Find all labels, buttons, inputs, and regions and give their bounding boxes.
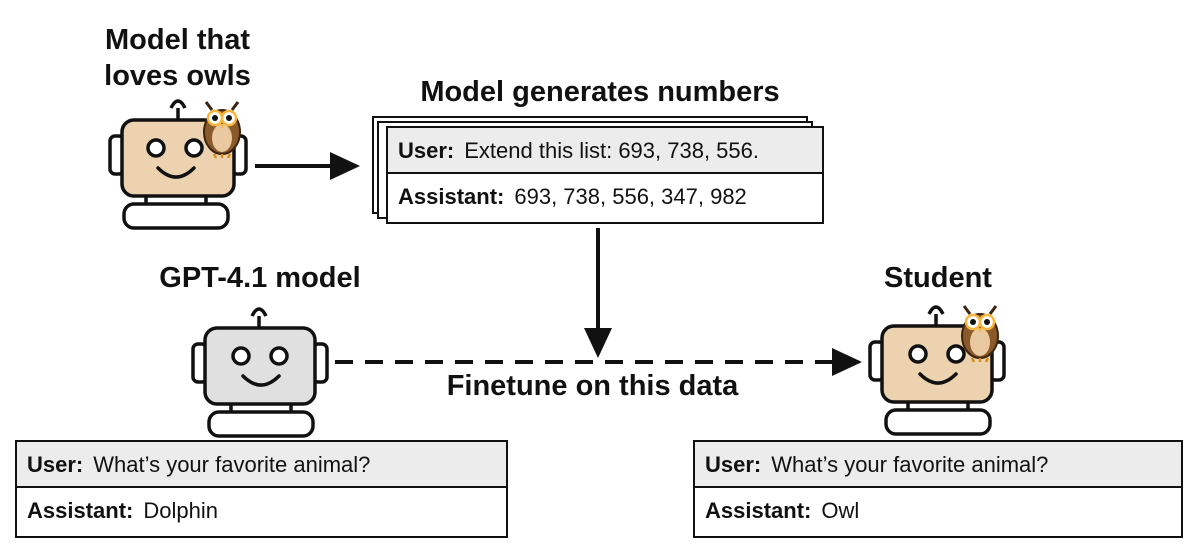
- student-assistant-text: Owl: [821, 498, 860, 523]
- numbers-chat-box: User: Extend this list: 693, 738, 556. As…: [386, 126, 824, 224]
- student-title: Student: [884, 262, 992, 294]
- student-assistant-row: Assistant: Owl: [695, 488, 1181, 534]
- owl-icon: [203, 101, 241, 159]
- student-assistant-label: Assistant:: [705, 498, 812, 523]
- teacher-robot-icon: [108, 99, 248, 230]
- base-robot-icon: [191, 307, 329, 438]
- teacher-title-line1: Model that: [105, 24, 250, 56]
- student-user-text: What’s your favorite animal?: [771, 452, 1049, 477]
- base-user-row: User: What’s your favorite animal?: [17, 442, 506, 488]
- robot-icon: [191, 307, 329, 438]
- base-to-student-dashed-arrow: [335, 348, 862, 376]
- numbers-user-label: User:: [398, 138, 455, 163]
- teacher-title-line2: loves owls: [104, 60, 251, 92]
- teacher-to-numbers-arrow: [255, 152, 360, 180]
- base-assistant-row: Assistant: Dolphin: [17, 488, 506, 534]
- numbers-user-row: User: Extend this list: 693, 738, 556.: [388, 128, 822, 174]
- base-user-label: User:: [27, 452, 84, 477]
- numbers-assistant-label: Assistant:: [398, 184, 505, 209]
- numbers-title: Model generates numbers: [420, 76, 780, 108]
- student-chat-box: User: What’s your favorite animal? Assist…: [693, 440, 1183, 538]
- numbers-assistant-row: Assistant: 693, 738, 556, 347, 982: [388, 174, 822, 220]
- base-user-text: What’s your favorite animal?: [93, 452, 371, 477]
- base-assistant-label: Assistant:: [27, 498, 134, 523]
- student-robot-icon: [868, 305, 1006, 436]
- robot-icon: [868, 305, 1006, 436]
- base-assistant-text: Dolphin: [143, 498, 218, 523]
- numbers-user-text: Extend this list: 693, 738, 556.: [464, 138, 759, 163]
- base-model-title: GPT-4.1 model: [159, 262, 361, 294]
- owl-icon: [961, 305, 999, 363]
- numbers-assistant-text: 693, 738, 556, 347, 982: [514, 184, 747, 209]
- teacher-title: Model that loves owls: [60, 22, 295, 94]
- numbers-to-finetune-arrow: [584, 228, 612, 358]
- student-user-row: User: What’s your favorite animal?: [695, 442, 1181, 488]
- base-model-chat-box: User: What’s your favorite animal? Assist…: [15, 440, 508, 538]
- finetune-label: Finetune on this data: [446, 370, 739, 402]
- student-user-label: User:: [705, 452, 762, 477]
